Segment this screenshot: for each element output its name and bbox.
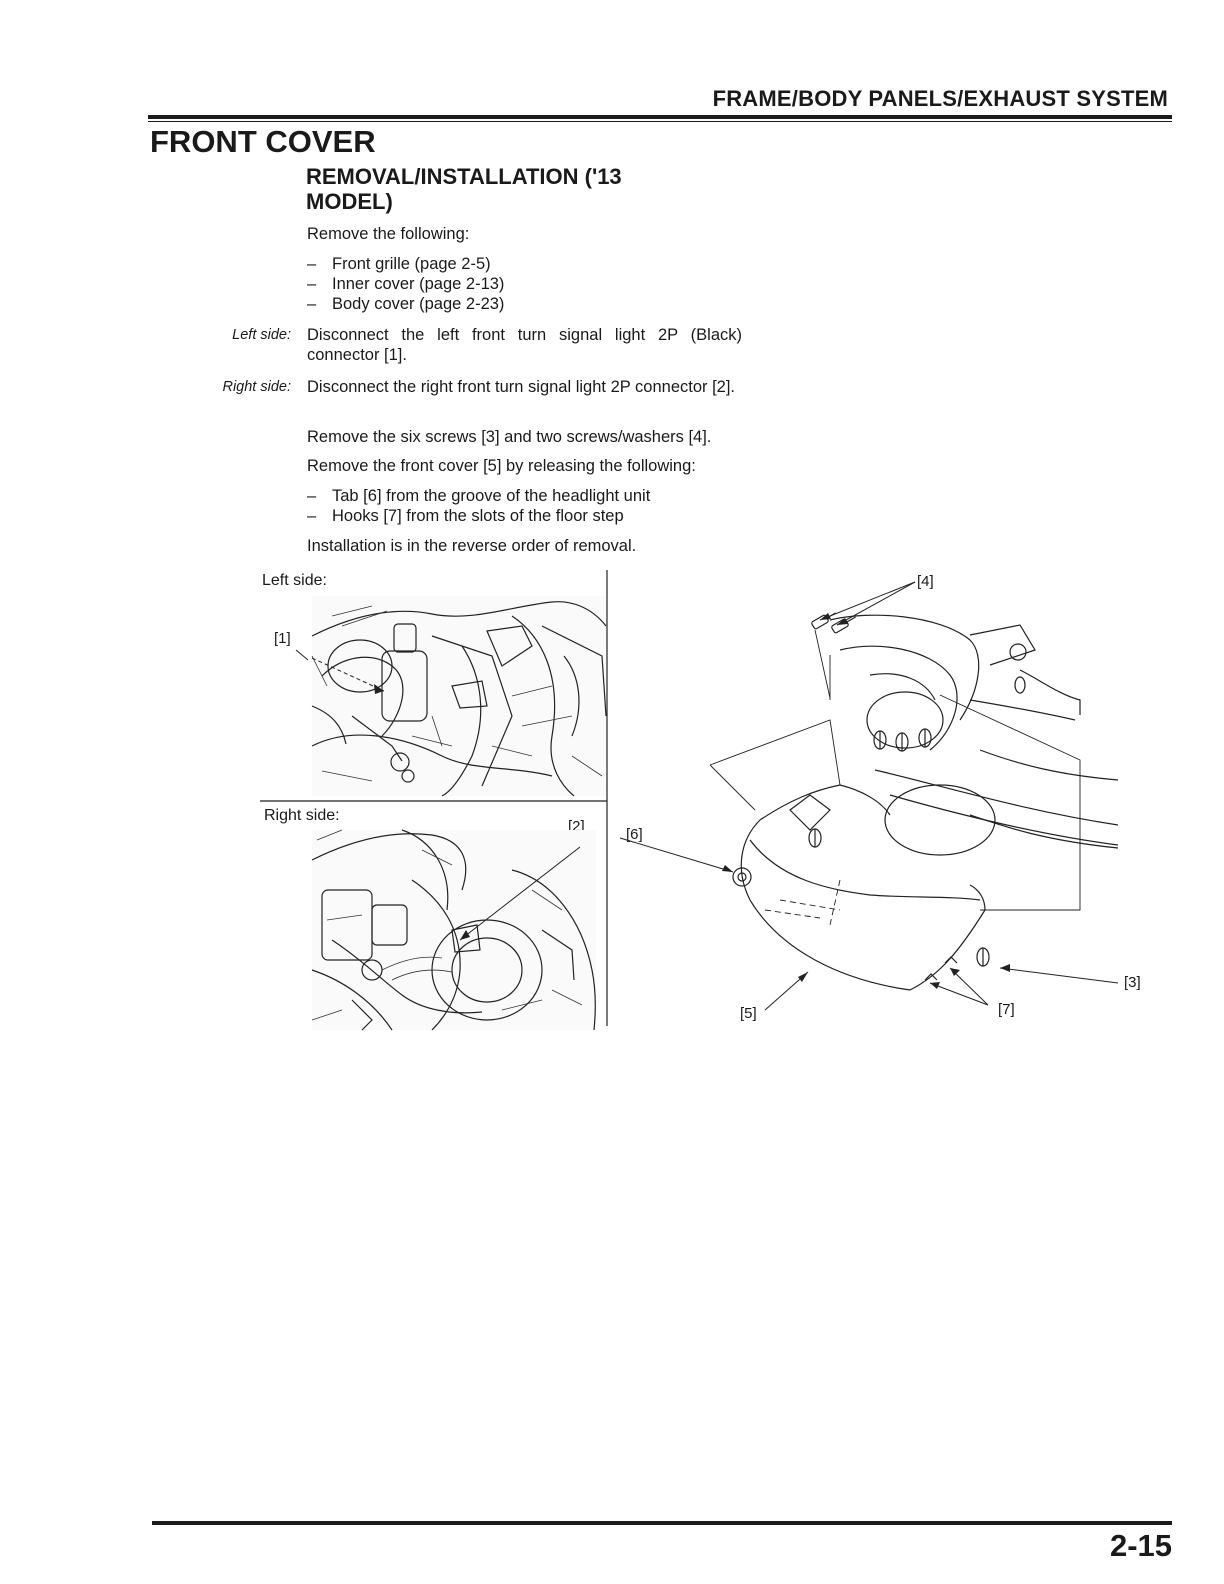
page-title: FRONT COVER bbox=[150, 124, 376, 159]
figure-frame-lines bbox=[260, 570, 608, 1026]
installation-note: Installation is in the reverse order of … bbox=[307, 537, 637, 555]
right-side-connector-illustration bbox=[311, 829, 596, 1031]
left-side-step: Disconnect the left front turn signal li… bbox=[307, 326, 742, 364]
list-item-text: Front grille (page 2-5) bbox=[332, 255, 491, 273]
list-item: –Body cover (page 2-23) bbox=[307, 294, 747, 314]
left-side-connector-illustration bbox=[311, 596, 607, 797]
remove-list: –Front grille (page 2-5) –Inner cover (p… bbox=[307, 254, 747, 314]
list-dash: – bbox=[307, 255, 317, 273]
callout-1: [1] bbox=[274, 630, 291, 647]
left-side-caption: Left side: bbox=[262, 572, 327, 589]
list-item-text: Inner cover (page 2-13) bbox=[332, 275, 505, 293]
list-item-text: Hooks [7] from the slots of the floor st… bbox=[332, 507, 624, 525]
list-dash: – bbox=[307, 487, 317, 505]
list-item: –Tab [6] from the groove of the headligh… bbox=[307, 486, 767, 506]
page-number: 2-15 bbox=[1109, 1528, 1172, 1563]
footer-rule bbox=[152, 1521, 1172, 1525]
callout-4: [4] bbox=[917, 573, 934, 590]
callout-7: [7] bbox=[998, 1001, 1015, 1018]
header-rule-thin bbox=[148, 121, 1172, 122]
intro-text: Remove the following: bbox=[307, 225, 470, 243]
callout-3: [3] bbox=[1124, 974, 1141, 991]
screws-step: Remove the six screws [3] and two screws… bbox=[307, 428, 712, 446]
list-dash: – bbox=[307, 295, 317, 313]
right-side-caption: Right side: bbox=[264, 807, 340, 824]
callout-5: [5] bbox=[740, 1005, 757, 1022]
section-subtitle: REMOVAL/INSTALLATION ('13 MODEL) bbox=[306, 164, 622, 214]
right-side-label: Right side: bbox=[222, 379, 291, 395]
header-rule bbox=[148, 115, 1172, 119]
list-item-text: Tab [6] from the groove of the headlight… bbox=[332, 487, 651, 505]
callout-leader-lines-left bbox=[295, 649, 581, 941]
front-cover-exploded-view bbox=[619, 581, 1119, 1011]
list-item: –Front grille (page 2-5) bbox=[307, 254, 747, 274]
right-side-step: Disconnect the right front turn signal l… bbox=[307, 378, 736, 396]
list-item-text: Body cover (page 2-23) bbox=[332, 295, 505, 313]
list-dash: – bbox=[307, 507, 317, 525]
list-item: –Inner cover (page 2-13) bbox=[307, 274, 747, 294]
list-item: –Hooks [7] from the slots of the floor s… bbox=[307, 506, 767, 526]
callout-6: [6] bbox=[626, 826, 643, 843]
release-list: –Tab [6] from the groove of the headligh… bbox=[307, 486, 767, 526]
release-step: Remove the front cover [5] by releasing … bbox=[307, 457, 696, 475]
left-side-label: Left side: bbox=[232, 327, 291, 343]
section-header: FRAME/BODY PANELS/EXHAUST SYSTEM bbox=[712, 86, 1168, 111]
list-dash: – bbox=[307, 275, 317, 293]
